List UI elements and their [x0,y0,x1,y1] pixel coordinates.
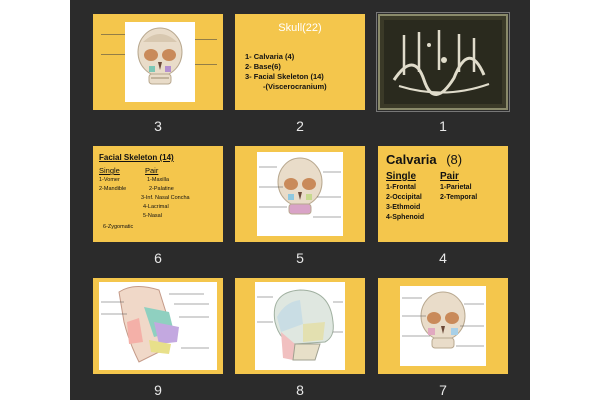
skull-frontal-illustration [125,22,195,102]
slide-thumbnail-7[interactable] [378,278,508,374]
slide-thumbnail-2[interactable]: Skull(22) 1- Calvaria (4) 2- Base(6) 3- … [235,14,365,110]
slide-4-pair-header: Pair [440,171,459,182]
slide-number-1: 1 [439,118,447,134]
slide-number-6: 6 [154,250,162,266]
slide-6-pair-1: 1-Maxilla [147,177,170,183]
slide-6-pair-5: 5-Nasal [143,213,162,219]
skull-frontal-labeled-illustration-2 [400,286,486,366]
slide-4-single-1: 1-Frontal [386,184,416,191]
slide-thumbnail-8[interactable] [235,278,365,374]
slide-4-single-header: Single [386,171,417,182]
slide-number-2: 2 [296,118,304,134]
slide-4-single-4: 4-Sphenoid [386,214,425,221]
slide-6-single-2: 2-Mandible [99,186,127,192]
slide-thumbnail-4[interactable]: Calvaria (8) Single Pair 1-Frontal 2-Occ… [378,146,508,242]
slide-4-pair-1: 1-Parietal [440,184,472,191]
slide-6-title: Facial Skeleton (14) [99,153,174,162]
slide-thumbnail-5[interactable] [235,146,365,242]
slide-thumbnail-1[interactable] [376,12,510,112]
skull-lateral-illustration [255,282,345,370]
slide-2-line-2: 2- Base(6) [245,62,281,71]
slide-sorter-panel[interactable]: 3 Skull(22) 1- Calvaria (4) 2- Base(6) 3… [70,0,530,400]
slide-number-7: 7 [439,382,447,398]
slide-4-single-3: 3-Ethmoid [386,204,421,211]
slide-number-4: 4 [439,250,447,266]
slide-6-pair-3: 3-Inf. Nasal Concha [141,195,190,201]
slide-6-single-1: 1-Vomer [99,177,120,183]
nasal-cavity-sagittal-illustration [99,282,217,370]
slide-2-line-3: 3- Facial Skeleton (14) [245,72,324,81]
slide-number-5: 5 [296,250,304,266]
slide-thumbnail-6[interactable]: Facial Skeleton (14) Single Pair 1-Vomer… [93,146,223,242]
calligraphy-artwork [384,20,502,104]
slide-number-3: 3 [154,118,162,134]
slide-number-9: 9 [154,382,162,398]
slide-thumbnail-9[interactable] [93,278,223,374]
slide-6-single-header: Single [99,166,120,175]
slide-thumbnail-3[interactable] [93,14,223,110]
slide-6-extra: 6-Zygomatic [103,224,134,230]
skull-frontal-labeled-illustration [257,152,343,236]
slide-6-pair-header: Pair [145,166,159,175]
slide-4-single-2: 2-Occipital [386,194,422,201]
slide-6-pair-4: 4-Lacrimal [143,204,169,210]
slide-2-line-1: 1- Calvaria (4) [245,52,295,61]
slide-6-pair-2: 2-Palatine [149,186,174,192]
slide-2-line-4: -(Viscerocranium) [263,82,327,91]
slide-4-count: (8) [446,152,463,167]
slide-4-title: Calvaria (8) [386,152,462,167]
slide-4-title-text: Calvaria [386,152,437,167]
slide-2-title: Skull(22) [278,22,322,34]
slide-4-pair-2: 2-Temporal [440,194,478,201]
slide-number-8: 8 [296,382,304,398]
